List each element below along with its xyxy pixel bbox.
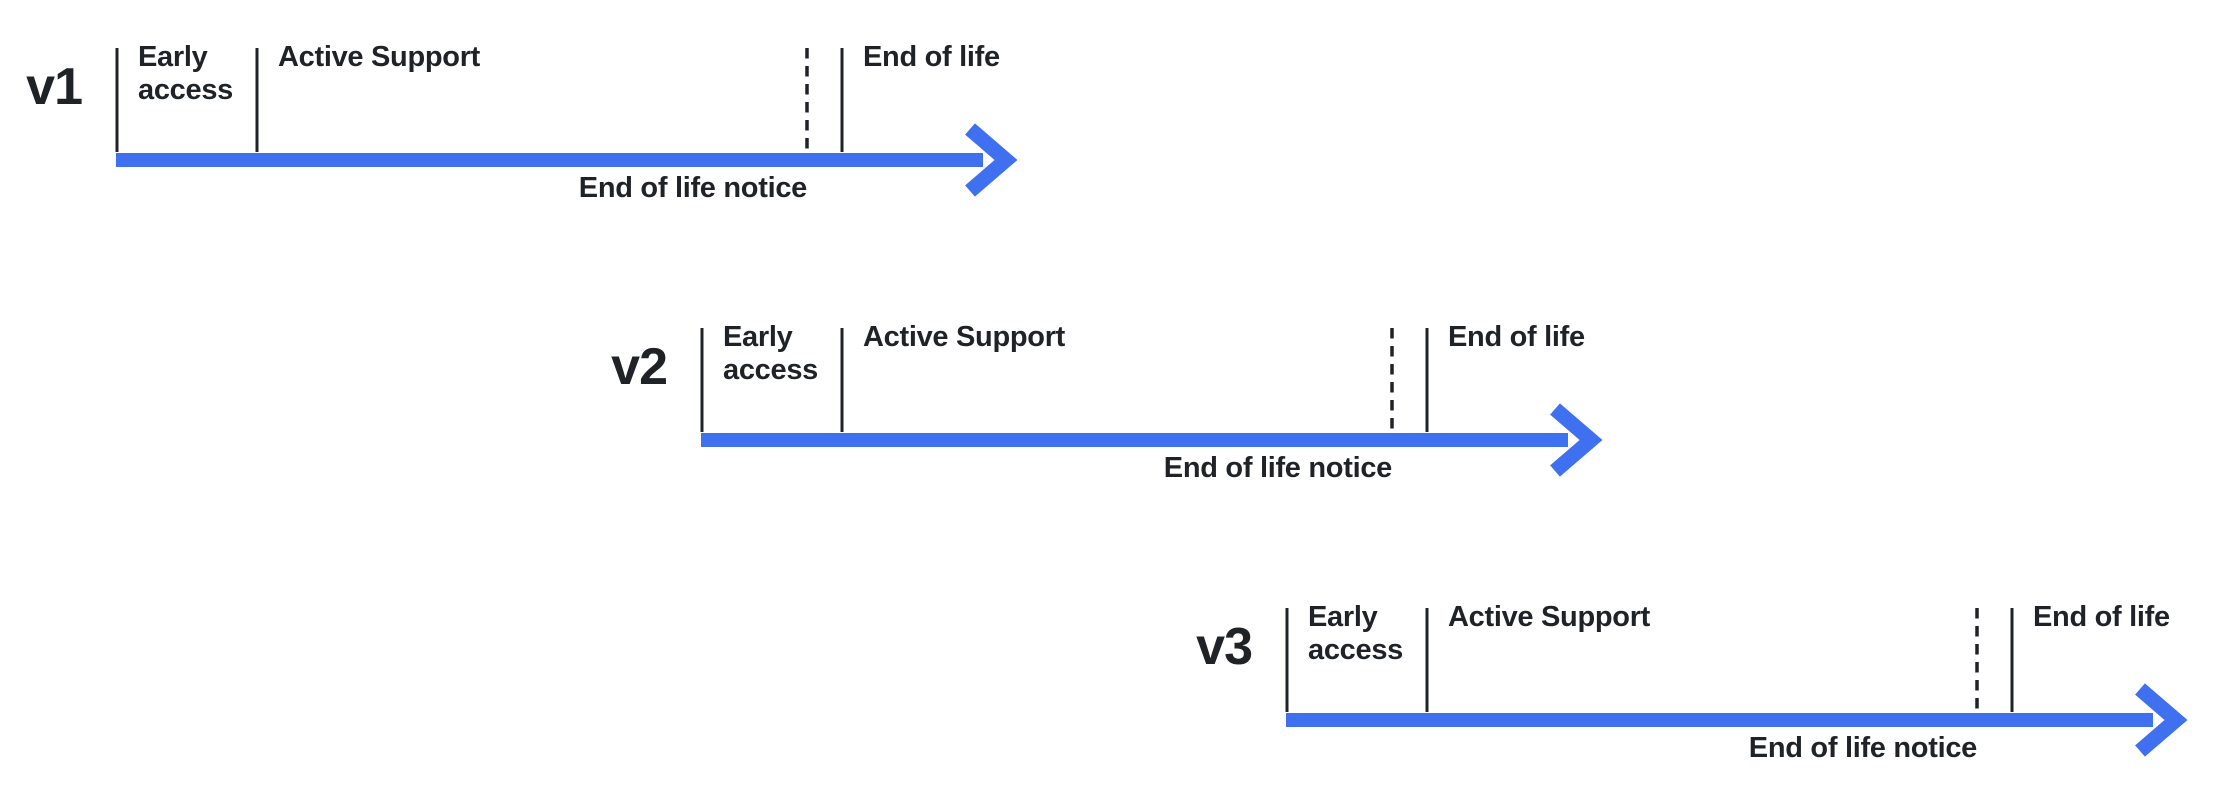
end-of-life-notice-label: End of life notice	[578, 172, 808, 204]
timeline-graphic-v2	[700, 328, 1603, 477]
early-access-label: Early access	[138, 41, 233, 106]
timeline-graphic-v3	[1285, 608, 2188, 757]
early-access-label: Early access	[723, 321, 818, 386]
early-access-label: Early access	[1308, 601, 1403, 666]
end-of-life-notice-label: End of life notice	[1163, 452, 1393, 484]
version-label-v3: v3	[1196, 618, 1253, 676]
timeline-arrow-shaft	[701, 433, 1568, 447]
end-of-life-label: End of life	[2033, 601, 2170, 633]
version-label-v2: v2	[611, 338, 668, 396]
timeline-arrow-head-icon	[2135, 683, 2188, 757]
end-of-life-notice-label: End of life notice	[1748, 732, 1978, 764]
timeline-arrow-shaft	[116, 153, 983, 167]
timeline-v2: v2 Early access Active Support End of li…	[602, 308, 1612, 528]
active-support-label: Active Support	[863, 321, 1066, 353]
timeline-arrow-shaft	[1286, 713, 2153, 727]
active-support-label: Active Support	[278, 41, 481, 73]
version-label-v1: v1	[26, 58, 83, 116]
end-of-life-label: End of life	[1448, 321, 1585, 353]
active-support-label: Active Support	[1448, 601, 1651, 633]
timeline-arrow-head-icon	[1550, 403, 1603, 477]
end-of-life-label: End of life	[863, 41, 1000, 73]
timeline-graphic-v1	[115, 48, 1018, 197]
timeline-v3: v3 Early access Active Support End of li…	[1187, 588, 2197, 808]
timeline-v1: v1 Early access Active Support End of li…	[17, 28, 1027, 248]
timeline-arrow-head-icon	[965, 123, 1018, 197]
